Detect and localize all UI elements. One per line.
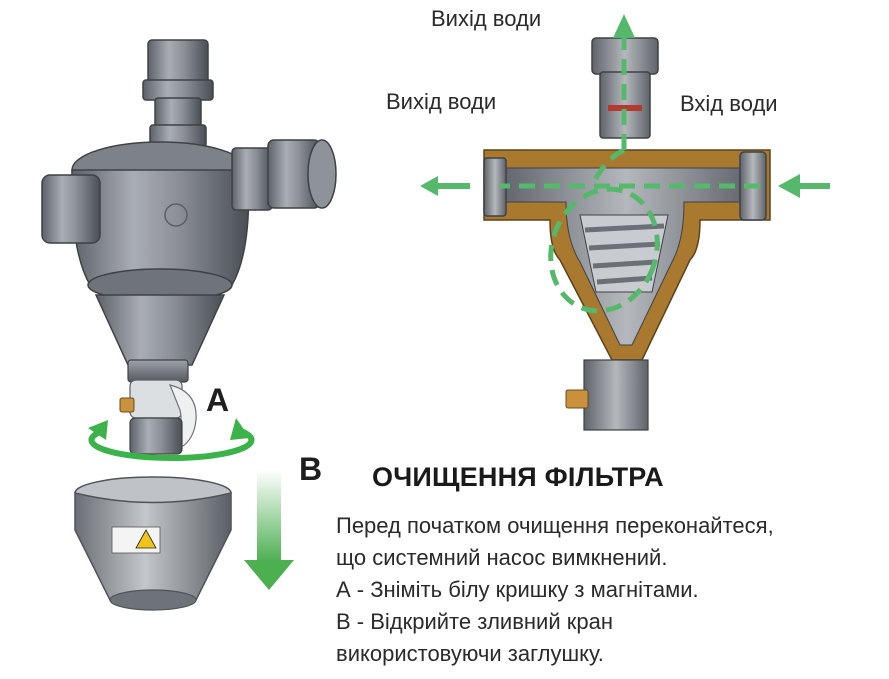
instruction-line: А - Зніміть білу кришку з магнітами. bbox=[336, 577, 699, 602]
down-arrow-b bbox=[244, 470, 294, 590]
arrow-left-inlet-icon bbox=[778, 174, 800, 198]
label-outlet-top: Вихід води bbox=[431, 6, 542, 31]
magnet-cap bbox=[74, 476, 232, 611]
instruction-line: що системний насос вимкнений. bbox=[336, 545, 668, 570]
instruction-line: В - Відкрийте зливний кран bbox=[336, 609, 613, 634]
warning-triangle-icon bbox=[135, 529, 157, 549]
arrow-left-icon bbox=[420, 176, 438, 196]
rotate-arrow-a bbox=[88, 418, 255, 461]
step-letter-b: B bbox=[299, 451, 323, 487]
instructions: Перед початком очищення переконайтеся, щ… bbox=[336, 510, 881, 670]
step-letter-a: A bbox=[206, 382, 230, 418]
instruction-line: Перед початком очищення переконайтеся, bbox=[336, 513, 774, 538]
warning-label bbox=[111, 526, 161, 554]
section-title: ОЧИЩЕННЯ ФІЛЬТРА bbox=[372, 462, 664, 492]
flow-arrows bbox=[420, 14, 830, 198]
filter-exterior bbox=[41, 39, 337, 455]
arrow-up-icon bbox=[613, 14, 635, 38]
flow-lines bbox=[500, 38, 760, 314]
label-outlet-left: Вихід води bbox=[386, 89, 497, 114]
instruction-line: використовуючи заглушку. bbox=[336, 641, 604, 666]
label-inlet-right: Вхід води bbox=[680, 91, 778, 116]
